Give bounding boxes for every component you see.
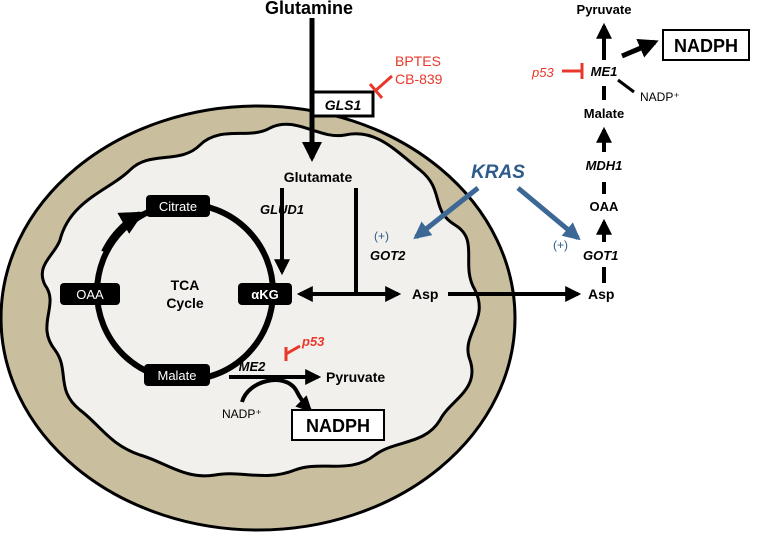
nadph-top-box (662, 29, 750, 61)
p53-mito-label: p53 (301, 334, 325, 349)
akg-label: αKG (251, 287, 279, 302)
pyruvate-mito-label: Pyruvate (326, 369, 385, 385)
p53-top-label: p53 (531, 65, 554, 80)
bptes-label: BPTES (395, 53, 441, 69)
kras-to-got2-arrow (413, 186, 480, 240)
asp-mito-label: Asp (412, 286, 438, 302)
glutamine-label: Glutamine (265, 0, 353, 18)
malate-cyto-label: Malate (584, 106, 624, 121)
got2-plus-label: (+) (374, 229, 389, 243)
tca-direction-arrow (101, 211, 145, 254)
cb839-label: CB-839 (395, 71, 443, 87)
tca-label-line2: Cycle (166, 295, 204, 311)
oaa-mito-box (60, 283, 120, 305)
nadph-mito-label: NADPH (306, 416, 370, 436)
bptes-inhibition-line (374, 74, 393, 93)
got2-label: GOT2 (370, 248, 406, 263)
nadp-to-nadph-curve (240, 378, 313, 413)
gls1-label: GLS1 (325, 97, 362, 113)
glutamate-label: Glutamate (284, 169, 353, 185)
nadp-top-line (617, 78, 635, 94)
nadph-mito-box (291, 409, 385, 441)
got1-label: GOT1 (583, 248, 618, 263)
glud1-label: GLUD1 (260, 202, 304, 217)
nadp-top-label: NADP⁺ (640, 90, 680, 104)
citrate-box (146, 195, 210, 217)
akg-box (238, 283, 292, 305)
malate-mito-box (144, 364, 210, 386)
oaa-mito-label: OAA (76, 287, 104, 302)
kras-label: KRAS (471, 162, 525, 183)
me1-to-nadph-arrow (621, 39, 659, 59)
oaa-cyto-label: OAA (590, 199, 620, 214)
me2-label: ME2 (239, 359, 267, 374)
me1-label: ME1 (591, 64, 618, 79)
gls1-box (311, 90, 375, 118)
pyruvate-cyto-label: Pyruvate (577, 2, 632, 17)
got1-plus-label: (+) (553, 238, 568, 252)
mdh1-label: MDH1 (586, 158, 623, 173)
p53-mito-inhibition-line (285, 344, 301, 356)
tca-label-line1: TCA (171, 277, 200, 293)
kras-to-got1-arrow (516, 186, 581, 241)
bptes-inhibition-bar (368, 83, 384, 99)
citrate-label: Citrate (159, 199, 197, 214)
asp-cyto-label: Asp (588, 286, 614, 302)
malate-mito-label: Malate (157, 368, 196, 383)
nadph-top-label: NADPH (674, 36, 738, 56)
nadp-mito-label: NADP⁺ (222, 407, 262, 421)
